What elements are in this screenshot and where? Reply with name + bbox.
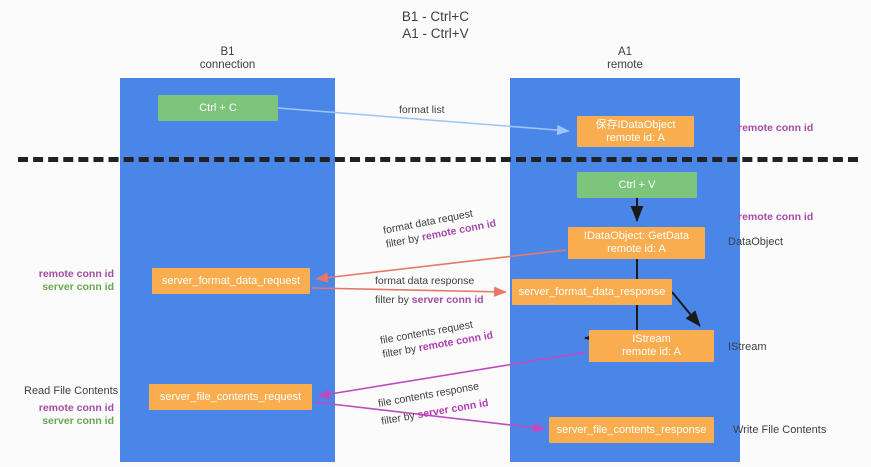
node-server-format-data-response-label: server_format_data_response [518, 285, 666, 298]
edge-label-format-data-response-line-1: format data response [375, 275, 475, 287]
annotation-conn-id-group-1: remote conn id server conn id [20, 268, 114, 294]
lane-header-b1-name: B1 [220, 46, 235, 58]
edge-label-format-data-response: format data response filter by server co… [375, 274, 484, 307]
annotation-dataobject: DataObject [728, 236, 784, 248]
node-istream-line-1: IStream [632, 333, 671, 345]
annotation-remote-conn-id-top-text: remote conn id [738, 122, 814, 134]
page-title: B1 - Ctrl+C A1 - Ctrl+V [0, 8, 871, 42]
annotation-conn-id-group-1-server: server conn id [42, 281, 114, 293]
node-ctrl-v-label: Ctrl + V [618, 178, 656, 191]
edge-label-format-data-request: format data request filter by remote con… [382, 203, 497, 252]
edge-label-fdresp-prefix: filter by [375, 294, 412, 306]
lane-header-a1-name: A1 [617, 46, 633, 58]
node-istream-line-2: remote id: A [622, 346, 681, 358]
annotation-conn-id-group-1-remote: remote conn id [38, 268, 114, 280]
node-idataobject-getdata-line-2: remote id: A [607, 243, 666, 255]
node-idataobject-getdata[interactable]: IDataObject::GetData remote id: A [568, 227, 705, 259]
node-istream[interactable]: IStream remote id: A [589, 330, 714, 362]
title-line-1: B1 - Ctrl+C [401, 9, 470, 24]
lane-header-b1-sub: connection [199, 59, 256, 71]
annotation-remote-conn-id-mid: remote conn id [738, 211, 813, 224]
lane-header-b1: B1 connection [120, 46, 335, 72]
node-server-format-data-response[interactable]: server_format_data_response [512, 279, 672, 305]
title-line-2: A1 - Ctrl+V [402, 26, 469, 41]
annotation-conn-id-group-2-remote: remote conn id [38, 402, 114, 414]
node-server-file-contents-request[interactable]: server_file_contents_request [149, 384, 312, 410]
annotation-conn-id-group-2-server: server conn id [42, 415, 114, 427]
node-server-file-contents-response[interactable]: server_file_contents_response [549, 417, 714, 443]
annotation-conn-id-group-2: remote conn id server conn id [20, 402, 114, 428]
annotation-read-file-contents: Read File Contents [24, 385, 119, 397]
edge-label-file-contents-response: file contents response filter by server … [377, 378, 489, 428]
annotation-write-file-contents: Write File Contents [733, 424, 827, 436]
node-ctrl-v[interactable]: Ctrl + V [577, 172, 697, 198]
lane-header-a1-sub: remote [607, 59, 643, 71]
annotation-remote-conn-id-top: remote conn id [738, 122, 813, 135]
node-ctrl-c-label: Ctrl + C [199, 101, 237, 114]
node-server-file-contents-response-label: server_file_contents_response [556, 423, 707, 436]
edge-label-format-list: format list [399, 103, 445, 117]
node-save-idataobject-line-1: 保存IDataObject [595, 118, 676, 131]
phase-separator [18, 157, 858, 162]
edge-label-file-contents-request: file contents request filter by remote c… [379, 315, 494, 362]
node-ctrl-c[interactable]: Ctrl + C [158, 95, 278, 121]
annotation-remote-conn-id-mid-text: remote conn id [738, 211, 814, 223]
edge-label-format-data-response-line-2: filter by server conn id [375, 293, 484, 307]
edge-label-fcresp-prefix: filter by [380, 409, 419, 428]
edge-label-fdresp-highlight: server conn id [411, 294, 484, 306]
node-server-format-data-request[interactable]: server_format_data_request [152, 268, 310, 294]
lane-header-a1: A1 remote [510, 46, 740, 72]
node-save-idataobject-line-2: remote id: A [606, 131, 665, 144]
node-save-idataobject[interactable]: 保存IDataObject remote id: A [577, 116, 694, 147]
edge-label-format-list-line-1: format list [399, 104, 445, 116]
node-server-format-data-request-label: server_format_data_request [161, 274, 301, 287]
annotation-istream: IStream [728, 341, 767, 353]
node-server-file-contents-request-label: server_file_contents_request [159, 390, 302, 403]
node-idataobject-getdata-line-1: IDataObject::GetData [583, 230, 690, 242]
